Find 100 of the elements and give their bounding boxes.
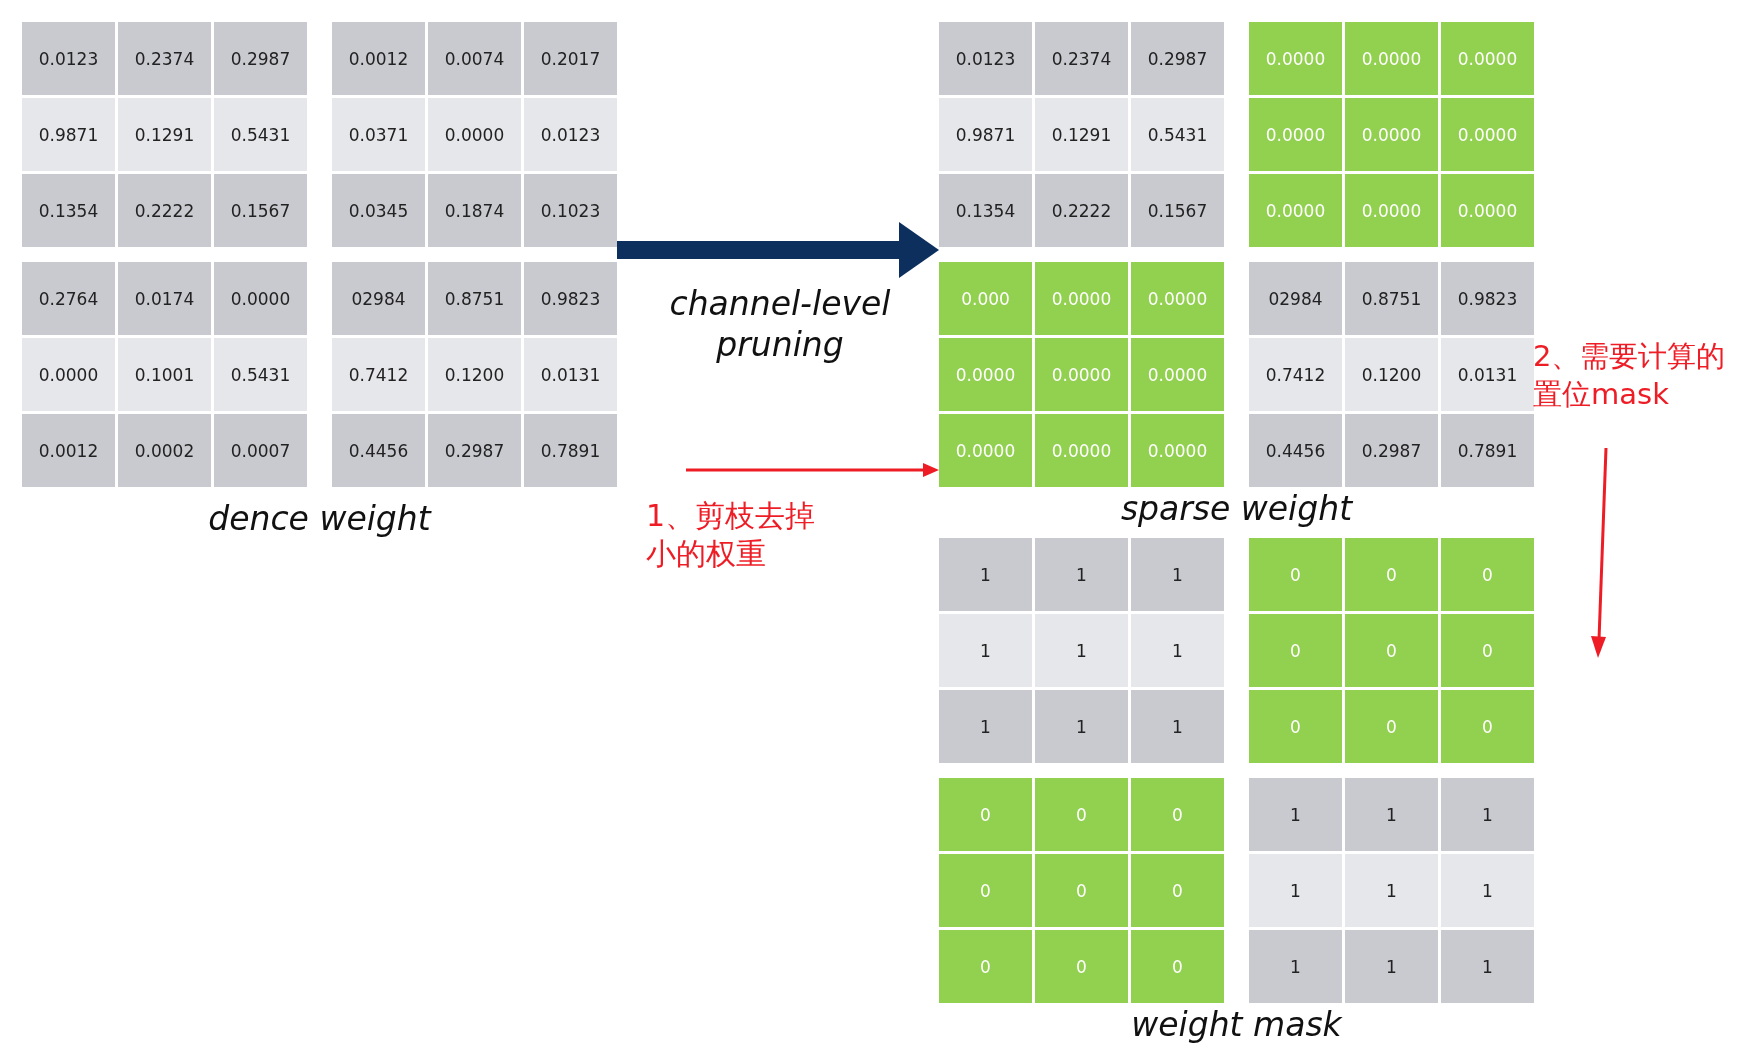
weight-cell: 0.0000 [1441,98,1534,171]
weight-cell: 0.1291 [1035,98,1128,171]
weight-cell: 0.1200 [1345,338,1438,411]
weight-cell: 02984 [1249,262,1342,335]
weight-cell: 1 [1345,930,1438,1003]
weight-cell: 0.0000 [1035,262,1128,335]
weight-cell: 1 [1035,614,1128,687]
weight-cell: 0.0000 [1345,98,1438,171]
weight-cell: 0.0000 [939,414,1032,487]
weight-cell: 0.0000 [1035,414,1128,487]
weight-cell: 0 [1345,538,1438,611]
weight-cell: 0.9823 [524,262,617,335]
weight-cell: 1 [1441,778,1534,851]
weight-cell: 0.1874 [428,174,521,247]
weight-cell: 0.7891 [524,414,617,487]
weight-cell: 0.9871 [22,98,115,171]
weight-cell: 1 [1131,538,1224,611]
weight-cell: 0.0131 [524,338,617,411]
weight-cell: 0 [939,930,1032,1003]
grid-caption: sparse weight [1119,489,1354,528]
weight-cell: 0.7412 [332,338,425,411]
weight-cell: 1 [1131,690,1224,763]
weight-cell: 0.0000 [1035,338,1128,411]
weight-cell: 1 [1345,854,1438,927]
weight-cell: 0.2764 [22,262,115,335]
weight-cell: 0.1354 [939,174,1032,247]
weight-cell: 0.5431 [214,338,307,411]
weight-cell: 1 [1035,690,1128,763]
weight-cell: 0.2017 [524,22,617,95]
weight-cell: 0 [1131,930,1224,1003]
weight-cell: 0.1200 [428,338,521,411]
weight-cell: 0.8751 [428,262,521,335]
weight-cell: 0.4456 [332,414,425,487]
weight-cell: 0 [1441,690,1534,763]
weight-cell: 0.0000 [1441,174,1534,247]
weight-cell: 0.0371 [332,98,425,171]
weight-cell: 0.1354 [22,174,115,247]
weight-cell: 0.1567 [1131,174,1224,247]
weight-cell: 0 [1035,930,1128,1003]
weight-cell: 0.9823 [1441,262,1534,335]
weight-cell: 0.8751 [1345,262,1438,335]
weight-cell: 0.1291 [118,98,211,171]
weight-cell: 0 [1249,614,1342,687]
weight-cell: 0.0000 [1131,262,1224,335]
grid-caption: dence weight [207,499,433,538]
weight-cell: 0.0000 [1249,174,1342,247]
weight-cell: 0.2374 [118,22,211,95]
weight-cell: 0 [1035,778,1128,851]
weight-cell: 0 [1131,854,1224,927]
weight-cell: 0 [1249,690,1342,763]
weight-cell: 0.0000 [1441,22,1534,95]
weight-cell: 0.0007 [214,414,307,487]
weight-cell: 0.0074 [428,22,521,95]
edge-label: 1、剪枝去掉小的权重 [646,497,817,572]
weight-cell: 0.1567 [214,174,307,247]
weight-cell: 0 [1441,538,1534,611]
weight-cell: 0.5431 [214,98,307,171]
weight-cell: 0.0000 [1345,22,1438,95]
weight-cell: 0.0000 [1131,414,1224,487]
weight-cell: 0.0000 [1249,22,1342,95]
weight-cell: 1 [939,538,1032,611]
weight-cell: 0.0000 [1249,98,1342,171]
weight-cell: 0.0345 [332,174,425,247]
weight-cell: 1 [1249,778,1342,851]
weight-cell: 0.0174 [118,262,211,335]
weight-cell: 0.0002 [118,414,211,487]
weight-cell: 0.7412 [1249,338,1342,411]
weight-cell: 0.2987 [1345,414,1438,487]
weight-cell: 0.2987 [1131,22,1224,95]
weight-cell: 0 [1249,538,1342,611]
weight-cell: 0.0012 [332,22,425,95]
weight-cell: 1 [939,614,1032,687]
weight-cell: 0.4456 [1249,414,1342,487]
weight-cell: 0.0000 [214,262,307,335]
note-text: 2、需要计算的置位mask [1533,338,1727,413]
weight-cell: 1 [1249,854,1342,927]
weight-cell: 0.7891 [1441,414,1534,487]
weight-cell: 0 [1441,614,1534,687]
weight-cell: 1 [1345,778,1438,851]
weight-cell: 1 [1035,538,1128,611]
weight-cell: 0.0000 [1345,174,1438,247]
weight-cell: 0 [939,854,1032,927]
weight-cell: 1 [939,690,1032,763]
weight-cell: 0 [939,778,1032,851]
grid-caption: weight mask [1130,1005,1344,1044]
weight-cell: 0.0131 [1441,338,1534,411]
weight-cell: 0.1001 [118,338,211,411]
weight-cell: 1 [1249,930,1342,1003]
weight-cell: 1 [1441,854,1534,927]
weight-cell: 0 [1345,690,1438,763]
weight-cell: 0.2987 [214,22,307,95]
weight-cell: 0.1023 [524,174,617,247]
weight-cell: 0.0000 [428,98,521,171]
weight-cell: 02984 [332,262,425,335]
weight-cell: 0.2987 [428,414,521,487]
weight-cell: 0.0000 [939,338,1032,411]
weight-cell: 0.0012 [22,414,115,487]
weight-cell: 0 [1345,614,1438,687]
weight-cell: 0.9871 [939,98,1032,171]
weight-cell: 0.0000 [1131,338,1224,411]
